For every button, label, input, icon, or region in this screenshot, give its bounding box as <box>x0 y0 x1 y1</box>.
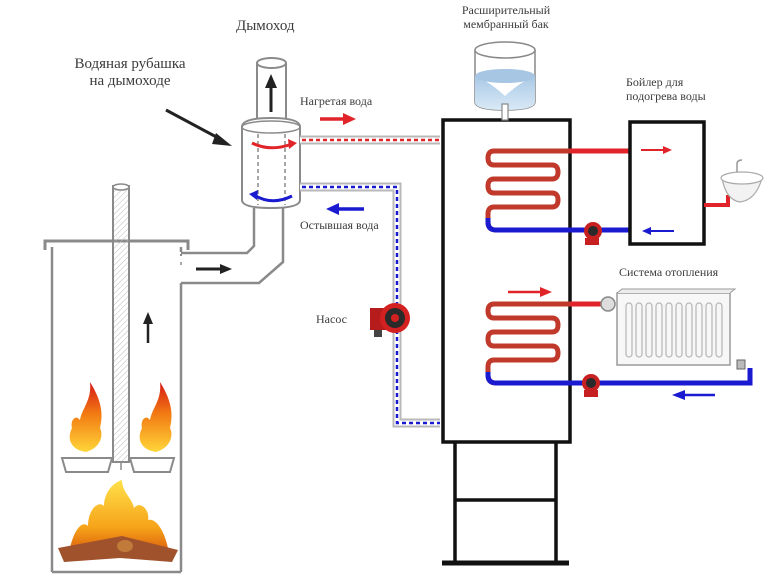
water-jacket-label: Водяная рубашка на дымоходе <box>55 56 205 91</box>
chimney-water-jacket <box>241 57 301 210</box>
water-jacket-label-line1: Водяная рубашка <box>74 56 186 72</box>
main-pump-icon[interactable] <box>370 303 410 337</box>
tray-left <box>60 457 114 473</box>
hot-swirl-arrow-icon <box>251 141 293 150</box>
water-heater-boiler <box>628 120 730 246</box>
heating-return-arrow-icon <box>672 390 715 400</box>
center-pipe-top <box>112 183 130 191</box>
radiator-valve-icon[interactable] <box>600 296 616 312</box>
water-jacket-label-line2: на дымоходе <box>89 73 171 90</box>
radiator-return-valve-icon[interactable] <box>736 359 746 370</box>
boiler-hot-arrow-icon <box>641 146 672 154</box>
heating-hot-arrow-icon <box>508 287 552 297</box>
flue-connector <box>180 208 285 285</box>
boiler-pump-icon[interactable] <box>584 222 602 245</box>
firewood-icon <box>58 536 178 562</box>
expansion-tank-label-line2: мембранный бак <box>463 16 549 31</box>
storage-tank <box>441 118 572 566</box>
firewood-log-end <box>117 540 133 552</box>
jacket-pointer-arrow-icon <box>165 108 232 146</box>
stove-center-pipe <box>112 185 130 463</box>
pump-label: Насос <box>316 312 347 326</box>
hot-water-label: Нагретая вода <box>300 94 373 108</box>
tray-right <box>128 457 176 473</box>
flue-arrow-icon <box>196 264 232 274</box>
expansion-tank-label-line1: Расширительный <box>461 3 551 17</box>
chimney-label: Дымоход <box>236 18 295 34</box>
heating-coil <box>485 287 753 400</box>
chimney-up-arrow-icon <box>265 74 277 112</box>
boiler-coil <box>485 148 630 245</box>
hot-pipe <box>300 113 463 186</box>
smoke-up-arrow-icon <box>143 312 153 343</box>
bonfire-flames-icon <box>70 480 168 548</box>
boiler-label: Бойлер для подогрева воды <box>626 75 706 104</box>
radiator-icon <box>600 288 746 370</box>
sink-icon <box>720 159 764 203</box>
expansion-tank-icon <box>474 41 536 121</box>
boiler-cold-arrow-icon <box>642 227 674 235</box>
flame-left-icon <box>69 382 102 452</box>
expansion-tank-label: Расширительный мембранный бак <box>450 3 562 32</box>
heating-pump-icon[interactable] <box>582 374 600 397</box>
heating-system-label: Система отопления <box>619 265 719 279</box>
boiler-label-line1: Бойлер для <box>626 75 684 89</box>
cooled-water-arrow-icon <box>326 203 364 215</box>
stove <box>43 183 190 574</box>
cooled-water-label: Остывшая вода <box>300 218 379 232</box>
flame-right-icon <box>139 382 172 452</box>
chimney-pipe-top <box>256 57 287 69</box>
boiler-label-line2: подогрева воды <box>626 88 706 103</box>
hot-water-arrow-icon <box>320 113 356 125</box>
